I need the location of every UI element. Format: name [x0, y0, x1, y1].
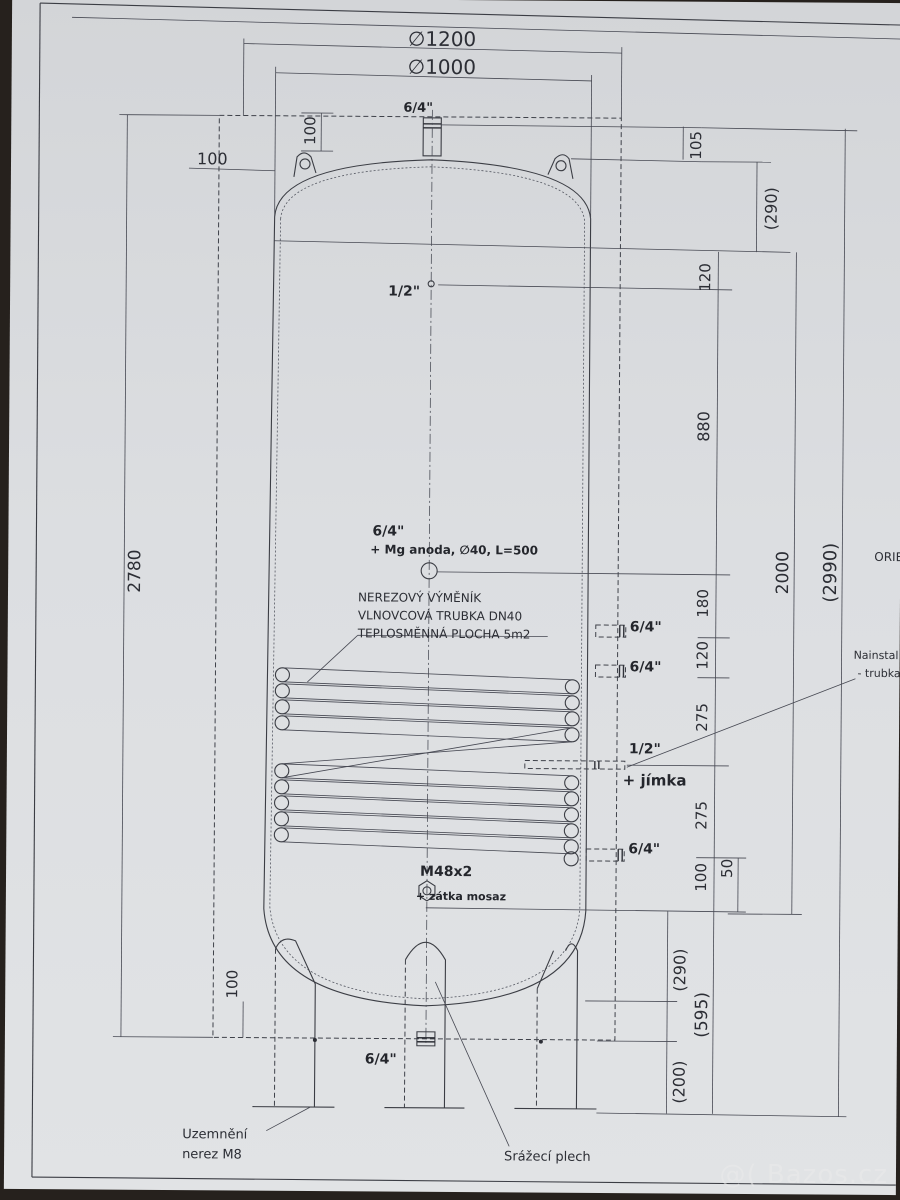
exchanger-note-line3: TEPLOSMĚNNÁ PLOCHA 5m2 — [357, 625, 531, 641]
label-hx-outlet: 6/4" — [629, 659, 661, 675]
dim-r-120-top: 120 — [696, 263, 714, 292]
label-drain-plug: + zátka mosaz — [416, 890, 506, 904]
watermark: @( Bazos.cz — [719, 1160, 888, 1190]
insulation-outline — [212, 114, 622, 1041]
label-sensor-well: + jímka — [623, 771, 687, 789]
frame-left-line — [31, 3, 41, 1178]
hx-bottom-nozzle — [585, 848, 625, 862]
sensor-port-top — [427, 280, 435, 288]
drawing-sheet: ∅1200 ∅1000 100 100 2780 100 105 (290) 1… — [3, 0, 900, 1196]
label-hx-inlet: 6/4" — [630, 619, 662, 635]
dim-r-50: 50 — [718, 859, 736, 878]
lug-hole-right — [555, 160, 567, 172]
dim-2990: (2990) — [820, 543, 841, 603]
baffle-label: Srážecí plech — [504, 1149, 591, 1165]
dim-side-offset: 100 — [197, 149, 228, 168]
dim-dome-290: (290) — [762, 187, 781, 230]
hx-outlet-nozzle — [594, 664, 627, 678]
well-leader — [626, 678, 856, 768]
ref-line-top — [274, 240, 791, 253]
exchanger-note-line1: NEREZOVÝ VÝMĚNÍK — [358, 589, 482, 605]
frame-bottom-line — [31, 1176, 896, 1186]
dim-r-180: 180 — [694, 589, 712, 618]
dimension-lines — [112, 38, 858, 1118]
dim-outer-diameter: ∅1200 — [408, 27, 476, 51]
lifting-lug-left — [293, 152, 317, 177]
drain-port — [418, 880, 436, 902]
dim-top-offset: 100 — [301, 116, 319, 145]
dim-r-275-upper: 275 — [693, 703, 711, 732]
anode-port — [420, 562, 438, 580]
dimension-labels: ∅1200 ∅1000 100 100 2780 100 105 (290) 1… — [125, 27, 841, 1104]
orientation-label: ORIE — [874, 550, 900, 564]
label-top-connection: 6/4" — [403, 101, 433, 116]
tank-shell — [263, 159, 592, 1007]
dim-leg-200: (200) — [669, 1060, 688, 1103]
dim-r-880: 880 — [694, 411, 713, 442]
sensor-well — [524, 759, 626, 770]
coil-leader — [307, 635, 358, 683]
exchanger-note-line2: VLNOVCOVÁ TRUBKA DN40 — [358, 607, 522, 623]
label-hx-bottom: 6/4" — [628, 841, 660, 857]
baffle-leader — [434, 981, 510, 1147]
dim-lower-595: (595) — [692, 992, 712, 1038]
label-sensor-top: 1/2" — [388, 284, 420, 300]
dim-overall-height: 2780 — [125, 549, 145, 592]
install-note-line1: Nainstal — [854, 649, 899, 662]
grounding-label-line1: Uzemnění — [182, 1127, 248, 1142]
grounding-label-line2: nerez M8 — [182, 1147, 242, 1162]
tank-legs — [252, 938, 597, 1110]
label-anode-desc: + Mg anoda, ∅40, L=500 — [370, 542, 538, 557]
lug-hole-left — [299, 158, 311, 170]
dim-inner-diameter: ∅1000 — [408, 55, 476, 79]
hx-inlet-nozzle — [595, 624, 627, 638]
edge-labels: ORIE Nainstal - trubka Uzemnění nerez M8… — [182, 550, 900, 1165]
tank-shell-inner — [269, 166, 586, 1000]
technical-drawing: ∅1200 ∅1000 100 100 2780 100 105 (290) 1… — [31, 2, 900, 1186]
install-note-line2: - trubka — [857, 667, 900, 680]
connection-labels: 6/4" 1/2" 6/4" + Mg anoda, ∅40, L=500 NE… — [357, 101, 687, 1068]
ground-leader — [266, 1106, 311, 1132]
lifting-lug-right — [547, 154, 574, 179]
dim-2000: 2000 — [773, 551, 793, 594]
frame-inner-line — [72, 16, 900, 40]
dim-bottom-offset: 100 — [223, 970, 241, 999]
center-line — [425, 109, 433, 1046]
label-sensor-well-size: 1/2" — [629, 741, 661, 757]
dim-leg-290: (290) — [670, 948, 689, 991]
dim-r-120-mid: 120 — [693, 641, 711, 670]
dim-r-275-lower: 275 — [692, 801, 710, 830]
dim-r-100: 100 — [692, 863, 710, 892]
label-anode-size: 6/4" — [372, 523, 404, 539]
dim-top-105: 105 — [687, 131, 705, 160]
label-drain-size: M48x2 — [420, 864, 472, 880]
heat-exchanger-coil — [273, 634, 580, 867]
label-bottom-outlet: 6/4" — [365, 1051, 397, 1067]
frame-top-line — [40, 2, 900, 26]
